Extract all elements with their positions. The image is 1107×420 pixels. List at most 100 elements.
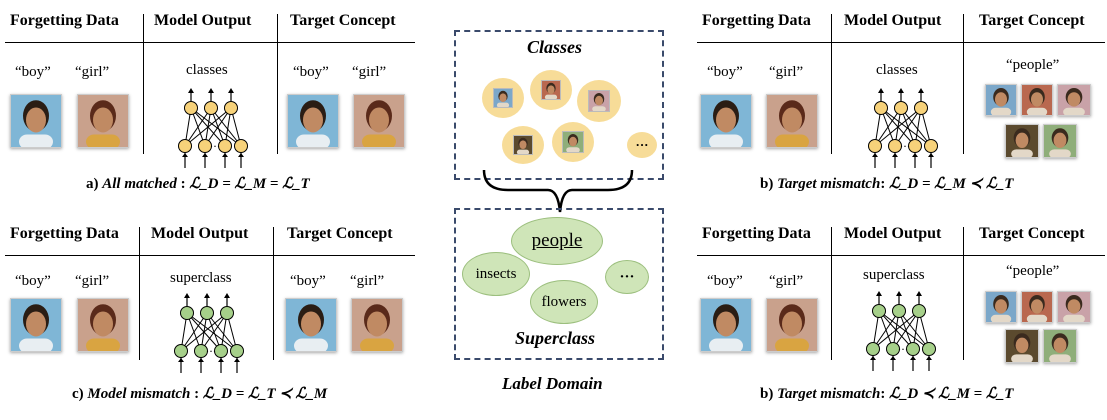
model-output-label: superclass — [170, 270, 232, 286]
photo-person — [1043, 124, 1077, 158]
header-target-concept: Target Concept — [287, 225, 393, 242]
divider — [831, 14, 832, 154]
photo-person — [1043, 329, 1077, 363]
superclass-network: ··· — [173, 293, 247, 382]
formula: ℒ_D ≺ ℒ_M = ℒ_T — [889, 386, 1014, 402]
word-boy: “boy” — [293, 64, 329, 80]
photo-girl — [766, 298, 818, 352]
caption-target-mismatch-top: b) Target mismatch: ℒ_D = ℒ_M ≺ ℒ_T — [760, 176, 1014, 192]
photo-girl — [77, 94, 129, 148]
header-target-concept: Target Concept — [290, 12, 396, 29]
caption-model-mismatch: c) Model mismatch : ℒ_D = ℒ_T ≺ ℒ_M — [72, 386, 328, 402]
svg-text:···: ··· — [898, 343, 909, 356]
header-target-concept: Target Concept — [979, 225, 1085, 242]
header-forgetting-data: Forgetting Data — [10, 12, 119, 29]
divider — [5, 42, 415, 43]
divider — [5, 255, 415, 256]
photo-boy — [285, 298, 337, 352]
formula: ℒ_D = ℒ_T ≺ ℒ_M — [202, 386, 328, 402]
svg-text:···: ··· — [210, 140, 221, 153]
divider — [697, 255, 1105, 256]
class-network: ··· — [177, 88, 251, 177]
word-girl: “girl” — [769, 64, 804, 80]
word-girl: “girl” — [75, 64, 110, 80]
more-classes-bubble: ··· — [627, 132, 657, 158]
divider — [697, 42, 1105, 43]
flowers-node: flowers — [530, 280, 598, 324]
superclass-network: ··· — [865, 291, 939, 380]
model-output-label: classes — [186, 62, 228, 78]
class-bubble — [577, 80, 621, 122]
word-girl: “girl” — [352, 64, 387, 80]
photo-girl — [353, 94, 405, 148]
word-people: “people” — [1006, 57, 1060, 73]
panel-target-mismatch-top: Forgetting Data Model Output Target Conc… — [697, 12, 1107, 187]
divider — [831, 227, 832, 360]
word-people: “people” — [1006, 263, 1060, 279]
divider — [963, 227, 964, 360]
class-bubble — [530, 70, 572, 110]
header-forgetting-data: Forgetting Data — [10, 225, 119, 242]
divider — [143, 14, 144, 154]
insects-node: insects — [462, 252, 530, 296]
panel-all-matched: Forgetting Data Model Output Target Conc… — [5, 12, 415, 187]
class-bubble — [552, 122, 594, 162]
superclass-title: Superclass — [515, 328, 596, 348]
header-target-concept: Target Concept — [979, 12, 1085, 29]
brace — [482, 169, 634, 213]
formula: ℒ_D = ℒ_M = ℒ_T — [189, 176, 310, 192]
caption-all-matched: a) All matched : ℒ_D = ℒ_M = ℒ_T — [86, 176, 310, 192]
photo-person — [985, 84, 1017, 116]
word-boy: “boy” — [15, 273, 51, 289]
svg-text:···: ··· — [900, 140, 911, 153]
header-forgetting-data: Forgetting Data — [702, 12, 811, 29]
header-model-output: Model Output — [151, 225, 249, 242]
photo-girl — [766, 94, 818, 148]
photo-person — [1005, 329, 1039, 363]
class-bubble — [482, 78, 524, 118]
caption-target-mismatch-bottom: b) Target mismatch: ℒ_D ≺ ℒ_M = ℒ_T — [760, 386, 1014, 402]
photo-girl — [351, 298, 403, 352]
word-boy: “boy” — [707, 273, 743, 289]
photo-person — [1057, 291, 1091, 323]
photo-girl — [77, 298, 129, 352]
divider — [277, 14, 278, 154]
more-superclasses-node: ··· — [605, 260, 649, 294]
photo-boy — [700, 298, 752, 352]
photo-person — [985, 291, 1017, 323]
people-node: people — [511, 217, 603, 265]
divider — [273, 227, 274, 360]
superclass-box — [454, 208, 664, 360]
formula: ℒ_D = ℒ_M ≺ ℒ_T — [889, 176, 1014, 192]
header-forgetting-data: Forgetting Data — [702, 225, 811, 242]
divider — [963, 14, 964, 154]
word-boy: “boy” — [290, 273, 326, 289]
header-model-output: Model Output — [154, 12, 252, 29]
photo-boy — [10, 298, 62, 352]
word-girl: “girl” — [75, 273, 110, 289]
photo-person — [1057, 84, 1091, 116]
photo-person — [1005, 124, 1039, 158]
class-bubble — [502, 126, 544, 164]
photo-boy — [700, 94, 752, 148]
divider — [139, 227, 140, 360]
panel-model-mismatch: Forgetting Data Model Output Target Conc… — [5, 225, 415, 400]
word-boy: “boy” — [707, 64, 743, 80]
header-model-output: Model Output — [844, 225, 942, 242]
model-output-label: classes — [876, 62, 918, 78]
photo-boy — [10, 94, 62, 148]
panel-target-mismatch-bottom: Forgetting Data Model Output Target Conc… — [697, 225, 1107, 400]
label-domain-title: Label Domain — [502, 374, 603, 393]
svg-text:···: ··· — [206, 345, 217, 358]
photo-boy — [287, 94, 339, 148]
classes-title: Classes — [527, 37, 583, 57]
header-model-output: Model Output — [844, 12, 942, 29]
classes-box — [454, 30, 664, 180]
model-output-label: superclass — [863, 267, 925, 283]
word-girl: “girl” — [769, 273, 804, 289]
photo-person — [1021, 291, 1053, 323]
word-girl: “girl” — [350, 273, 385, 289]
photo-person — [1021, 84, 1053, 116]
word-boy: “boy” — [15, 64, 51, 80]
class-network: ··· — [867, 88, 941, 177]
